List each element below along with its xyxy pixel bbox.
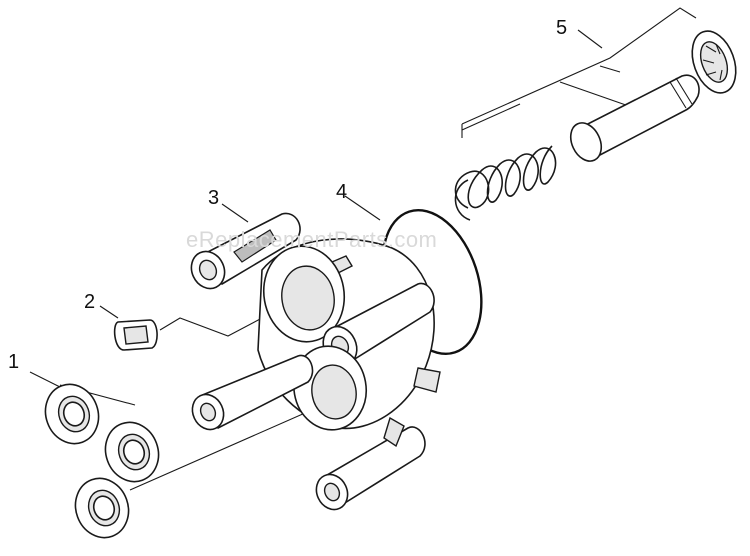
watermark-text: eReplacementParts.com <box>186 227 437 252</box>
callout-1: 1 <box>8 351 19 373</box>
callout-2: 2 <box>84 291 95 313</box>
retaining-ring-part <box>691 30 737 94</box>
seal-part-1 <box>44 383 100 445</box>
callout-3: 3 <box>208 187 219 209</box>
insert-part <box>113 319 158 351</box>
callout-5: 5 <box>556 17 567 39</box>
valve-housing <box>190 212 441 511</box>
leader-1 <box>29 371 63 389</box>
leader-3 <box>221 203 249 223</box>
spring-part <box>454 145 557 221</box>
bracket-5-spring <box>461 103 521 131</box>
callout-4: 4 <box>336 181 347 203</box>
leader-4 <box>344 195 381 221</box>
leader-5 <box>577 29 603 49</box>
seal-part-3 <box>74 477 130 539</box>
bracket-5 <box>461 7 697 138</box>
piston-part <box>569 74 700 162</box>
seal-part-2 <box>104 421 160 483</box>
leader-2 <box>99 305 119 319</box>
